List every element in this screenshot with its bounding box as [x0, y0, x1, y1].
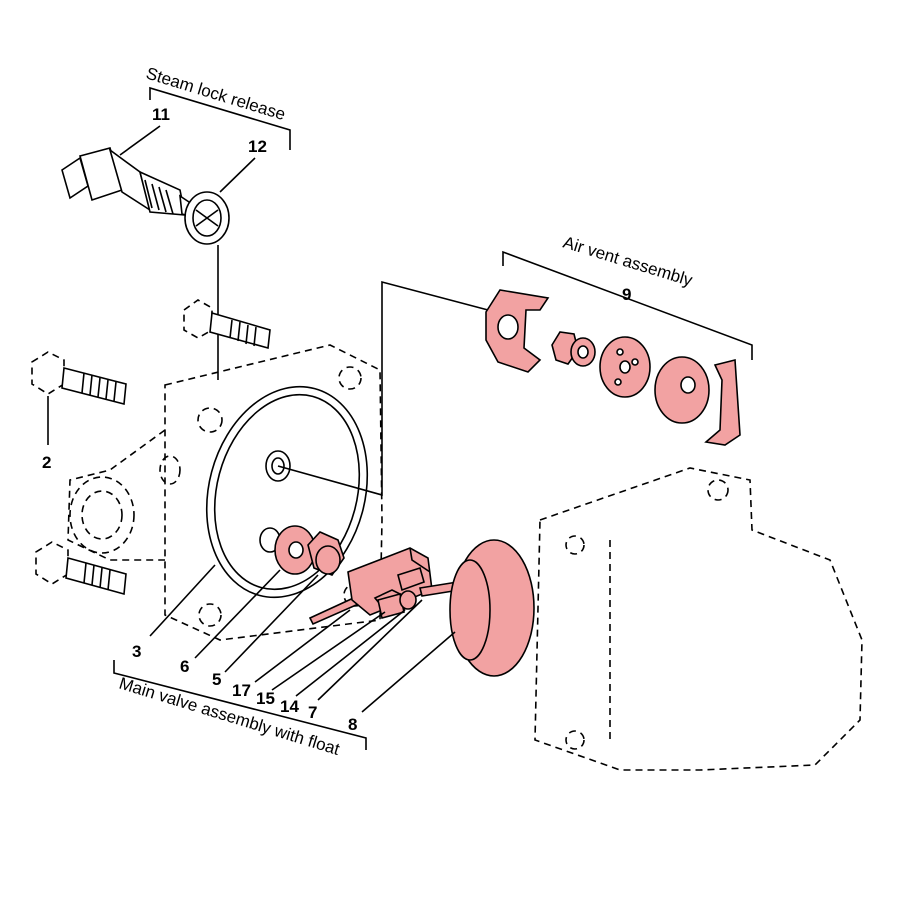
callout-15: 15: [256, 689, 275, 708]
callout-2: 2: [42, 453, 51, 472]
air-vent-nut: [551, 331, 596, 367]
main-valve-bracket: [113, 660, 367, 750]
steam-lock-bracket: [149, 86, 291, 150]
leader-11: [119, 125, 161, 156]
part-14-pivot: [399, 590, 417, 610]
part-12-seal-ring: [184, 191, 230, 245]
callout-14: 14: [280, 697, 299, 716]
leader-6: [194, 569, 281, 659]
bolt-middle: [31, 351, 127, 406]
callout-6: 6: [180, 657, 189, 676]
air-vent-leader: [277, 280, 489, 497]
part-8-float: [449, 539, 535, 677]
callout-5: 5: [212, 670, 221, 689]
air-vent-bracket: [502, 250, 753, 360]
leader-15: [271, 611, 386, 691]
leader-3: [149, 564, 216, 637]
leader-7: [317, 599, 423, 701]
part-5-seat-nut: [307, 531, 345, 576]
bolt-lower: [35, 541, 127, 596]
leader-17: [254, 609, 351, 683]
part-11-steam-lock-fitting: [61, 147, 199, 220]
callout-17: 17: [232, 681, 251, 700]
callout-7: 7: [308, 703, 317, 722]
trap-cover: [534, 467, 863, 771]
main-valve-assembly-group: 3 6 5 17 15 14 7 8 Main valve assembly w…: [113, 525, 535, 759]
air-vent-disc: [599, 336, 651, 398]
bolt-upper: [183, 299, 271, 350]
callout-11: 11: [152, 105, 170, 124]
air-vent-clip: [704, 358, 741, 446]
air-vent-cage: [485, 289, 550, 373]
leader-8: [361, 631, 456, 713]
callout-9: 9: [622, 285, 631, 304]
air-vent-assembly-group: Air vent assembly 9: [485, 233, 753, 446]
callout-3: 3: [132, 642, 141, 661]
leader-12: [219, 157, 256, 193]
leader-5: [224, 574, 319, 673]
bolts: 2: [31, 299, 271, 596]
leader-14: [295, 609, 406, 697]
callout-8: 8: [348, 715, 357, 734]
air-vent-element: [654, 356, 710, 424]
callout-12: 12: [248, 137, 267, 156]
